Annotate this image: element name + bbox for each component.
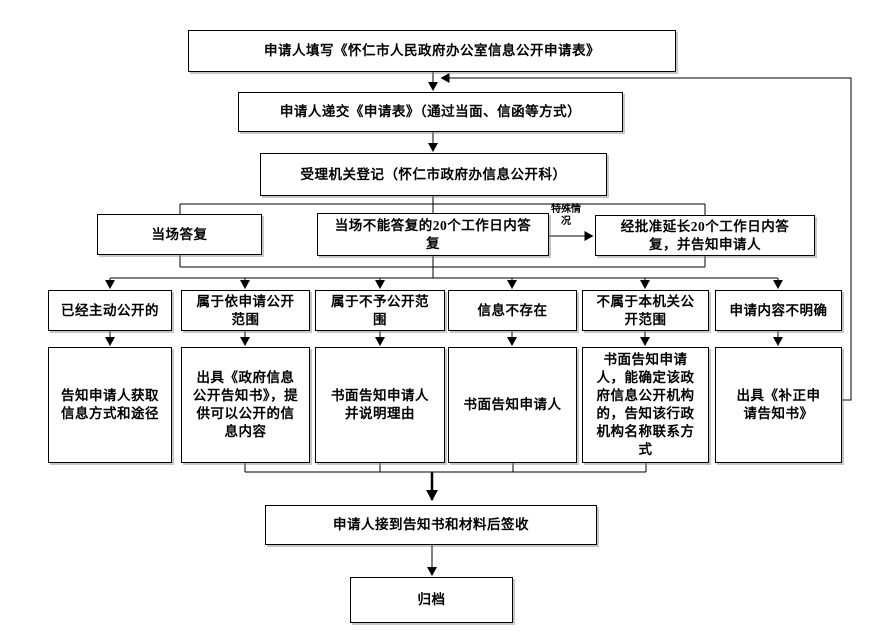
collector-actions <box>244 463 647 473</box>
node-reply-in-20-days: 当场不能答复的20个工作日内答复 <box>317 213 549 256</box>
node-action-inform-how-to-obtain: 告知申请人获取信息方式和途径 <box>48 347 172 463</box>
arrow-feedback-supplement-to-submit <box>440 73 852 401</box>
node-case-not-to-be-public: 属于不予公开范围 <box>315 290 445 331</box>
node-case-already-public: 已经主动公开的 <box>48 290 172 331</box>
node-archive: 归档 <box>350 577 513 623</box>
node-register: 受理机关登记（怀仁市政府办信息公开科） <box>260 153 607 196</box>
node-action-written-reply: 书面告知申请人 <box>448 347 577 463</box>
node-action-issue-supplement-notice: 出具《补正申请告知书》 <box>715 347 842 463</box>
node-action-written-reply-refer-org: 书面告知申请人，能确定该政府信息公开机构的，告知该行政机构名称联系方式 <box>582 347 709 463</box>
edge-label-special-case: 特殊情况 <box>551 204 581 227</box>
node-case-info-not-exist: 信息不存在 <box>448 290 577 331</box>
node-fill-form: 申请人填写《怀仁市人民政府办公室信息公开申请表》 <box>188 30 676 72</box>
node-case-within-request-scope: 属于依申请公开范围 <box>181 290 310 331</box>
node-submit-form: 申请人递交《申请表》（通过当面、信函等方式） <box>238 92 623 132</box>
node-action-written-reply-with-reason: 书面告知申请人并说明理由 <box>315 347 445 463</box>
collector-replies-to-cases <box>110 255 778 279</box>
node-case-not-this-org: 不属于本机关公开范围 <box>582 290 709 331</box>
node-reply-extended: 经批准延长20个工作日内答复，并告知申请人 <box>595 215 815 256</box>
node-case-unclear-request: 申请内容不明确 <box>715 290 842 331</box>
node-action-issue-disclosure-notice: 出具《政府信息公开告知书》，提供可以公开的信息内容 <box>181 347 310 463</box>
node-reply-onsite: 当场答复 <box>97 214 262 255</box>
node-sign-receipt: 申请人接到告知书和材料后签收 <box>265 505 597 545</box>
branch-register-to-replies <box>179 196 706 215</box>
